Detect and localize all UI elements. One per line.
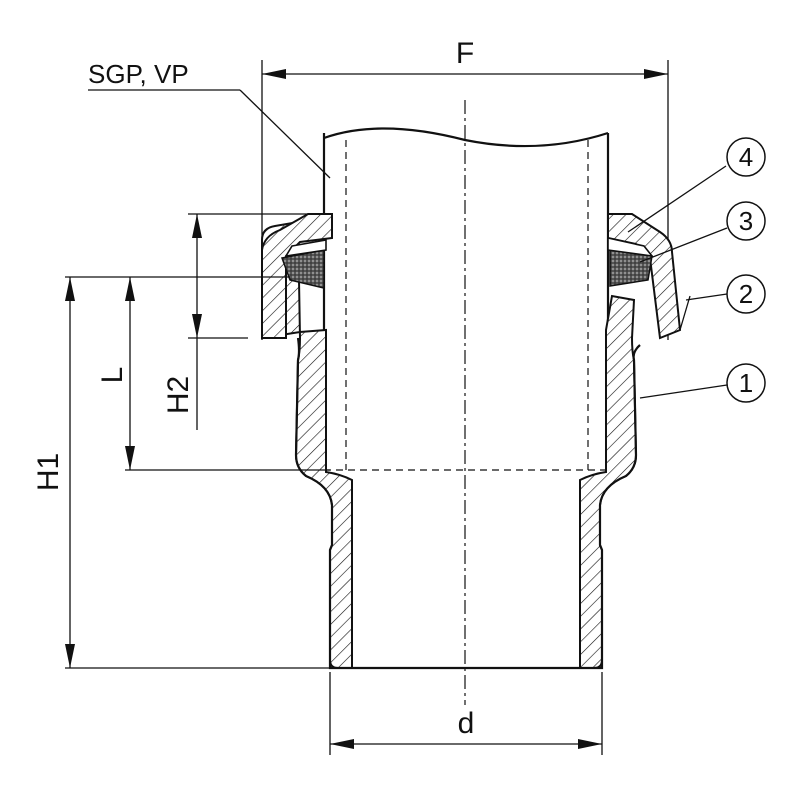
dimension-F-label: F (456, 37, 474, 70)
fitting-body-right (579, 294, 638, 669)
part-2-number: 2 (739, 279, 753, 309)
dimension-H2: H2 (162, 213, 310, 430)
dimension-L: L (96, 277, 330, 471)
fitting-body-outline (294, 337, 641, 670)
pipe-type-callout: SGP, VP (88, 59, 331, 179)
part-4-number: 4 (739, 142, 753, 172)
pipe-type-label: SGP, VP (88, 59, 189, 89)
dimension-H2-label: H2 (162, 376, 195, 414)
inserted-pipe (322, 127, 610, 471)
cap-nut (261, 213, 691, 340)
callout-part-3: 3 (639, 201, 766, 263)
part-3-number: 3 (739, 206, 753, 236)
washer-left (284, 239, 327, 258)
part-1-number: 1 (739, 368, 753, 398)
dimension-d: d (329, 672, 603, 755)
washer-right (607, 237, 654, 258)
dimension-H1-label: H1 (32, 453, 65, 491)
dimension-d-label: d (458, 707, 475, 740)
callout-part-1: 1 (639, 363, 766, 403)
callout-part-4: 4 (627, 137, 766, 233)
dimension-L-label: L (96, 367, 129, 384)
dimension-H1: H1 (32, 276, 330, 669)
callout-part-2: 2 (685, 274, 766, 314)
dimension-F: F (261, 37, 669, 340)
